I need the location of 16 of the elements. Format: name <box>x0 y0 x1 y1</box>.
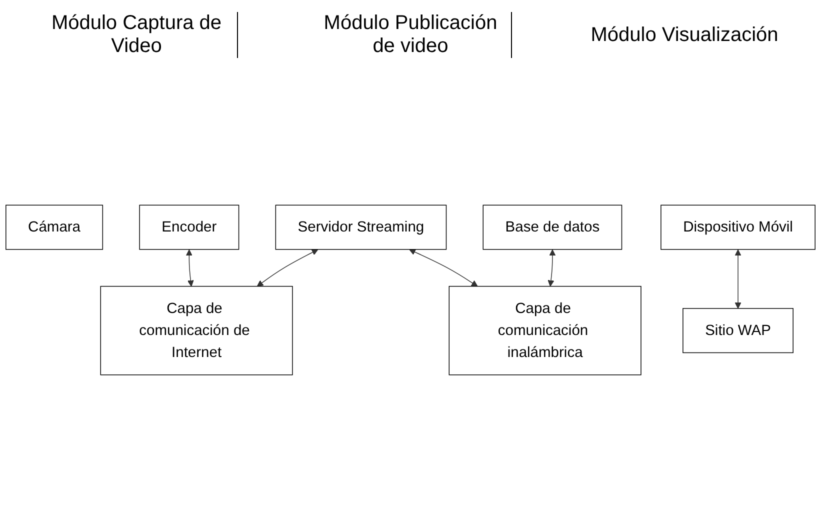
column-heading: Módulo Publicación de video <box>310 12 512 58</box>
node-box: Capa de comunicación de Internet <box>100 286 293 376</box>
node-box: Base de datos <box>482 204 622 250</box>
arrow <box>256 249 318 287</box>
arrow <box>734 249 742 309</box>
node-box: Capa de comunicación inalámbrica <box>448 286 642 376</box>
arrow <box>186 249 194 287</box>
arrow <box>409 249 478 287</box>
node-box: Sitio WAP <box>682 308 794 354</box>
node-box: Cámara <box>6 204 104 250</box>
arrow <box>548 249 556 287</box>
column-heading: Módulo Captura de Video <box>36 12 238 58</box>
column-heading: Módulo Visualización <box>590 24 780 46</box>
node-box: Dispositivo Móvil <box>660 204 816 250</box>
node-box: Servidor Streaming <box>275 204 447 250</box>
node-box: Encoder <box>139 204 240 250</box>
